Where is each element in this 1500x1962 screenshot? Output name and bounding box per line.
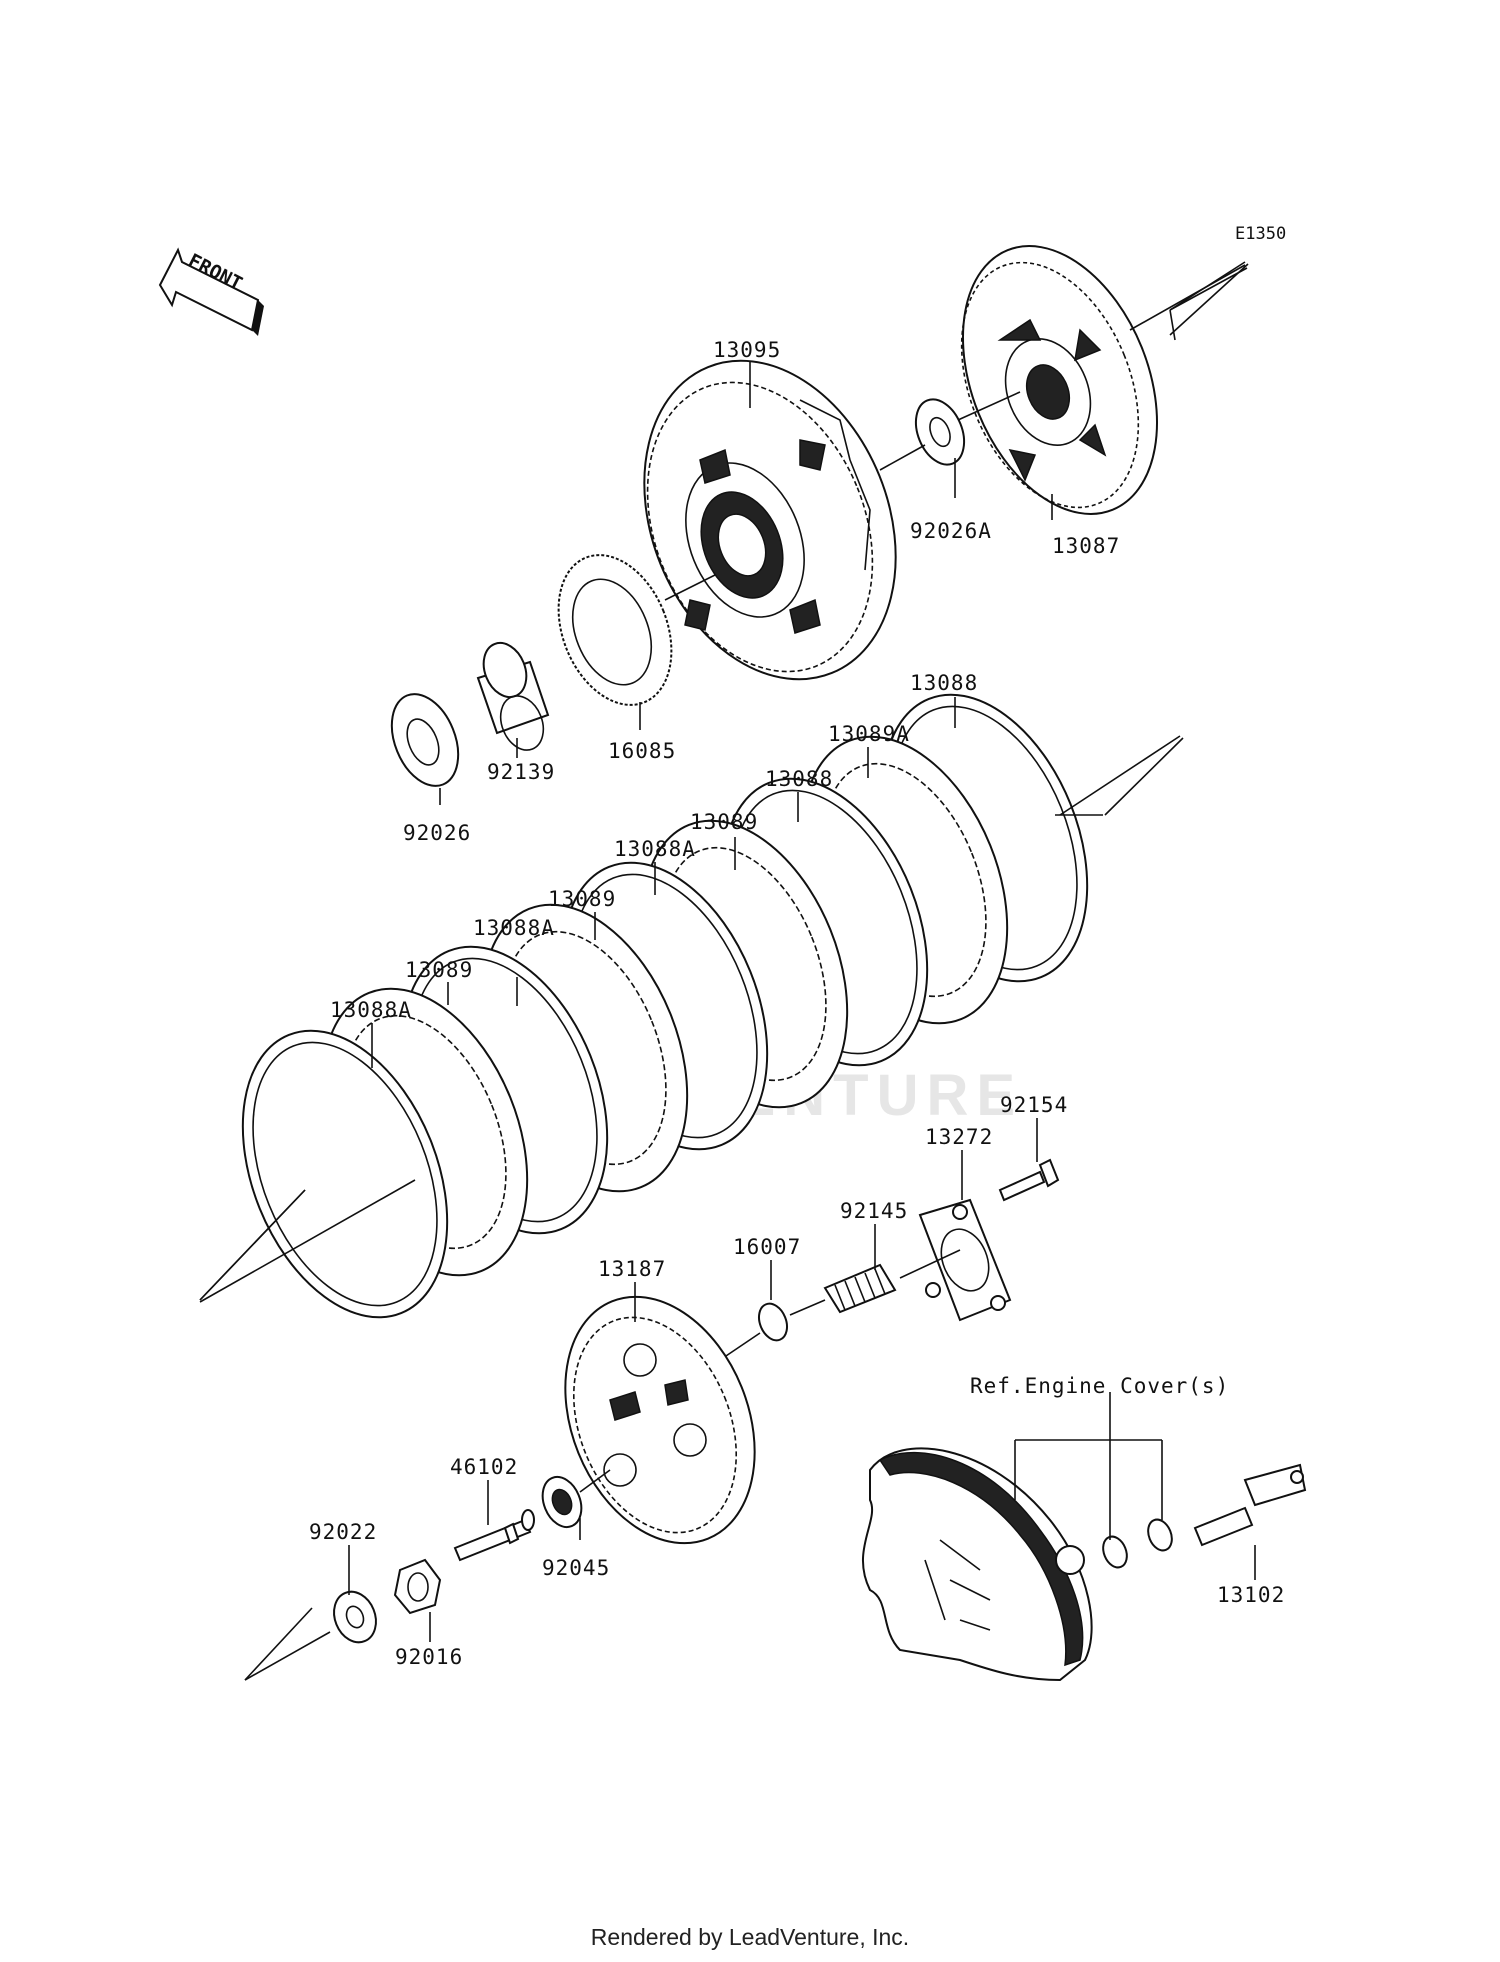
part-label-92145: 92145 bbox=[840, 1199, 908, 1223]
part-label-16007: 16007 bbox=[733, 1235, 801, 1259]
part-46102-drawing bbox=[453, 1509, 535, 1562]
reference-note: Ref.Engine Cover(s) bbox=[970, 1374, 1229, 1398]
part-label-92045: 92045 bbox=[542, 1556, 610, 1580]
cover-bearing-drawing bbox=[1102, 1518, 1173, 1569]
part-16085-drawing bbox=[557, 554, 673, 706]
part-label-92154: 92154 bbox=[1000, 1093, 1068, 1117]
part-92154-drawing bbox=[998, 1158, 1060, 1202]
part-13187-drawing bbox=[564, 1295, 756, 1545]
part-label-92026: 92026 bbox=[403, 821, 471, 845]
part-13095-drawing bbox=[643, 359, 897, 681]
part-13087-drawing bbox=[960, 245, 1158, 515]
part-label-13095: 13095 bbox=[713, 338, 781, 362]
part-label-13272: 13272 bbox=[925, 1125, 993, 1149]
part-label-13088A-first: 13088A bbox=[614, 837, 696, 861]
part-label-13187: 13187 bbox=[598, 1257, 666, 1281]
part-92016-drawing bbox=[393, 1558, 442, 1615]
part-label-13088-top: 13088 bbox=[910, 671, 978, 695]
diagram-code: E1350 bbox=[1235, 224, 1286, 244]
leader-lines bbox=[348, 362, 1256, 1642]
part-13102-drawing bbox=[1193, 1463, 1307, 1547]
part-label-46102: 46102 bbox=[450, 1455, 518, 1479]
part-label-16085: 16085 bbox=[608, 739, 676, 763]
footer-credit: Rendered by LeadVenture, Inc. bbox=[590, 1924, 910, 1950]
part-16007-drawing bbox=[758, 1302, 788, 1342]
part-label-13088-second: 13088 bbox=[765, 767, 833, 791]
part-label-13088A-third: 13088A bbox=[330, 998, 412, 1022]
part-label-13102: 13102 bbox=[1217, 1583, 1285, 1607]
part-92139-drawing bbox=[476, 641, 550, 751]
front-arrow-icon: FRONT bbox=[158, 247, 264, 336]
part-92145-drawing bbox=[823, 1263, 897, 1314]
part-label-92139: 92139 bbox=[487, 760, 555, 784]
engine-cover-drawing bbox=[861, 1447, 1093, 1682]
part-92026-drawing bbox=[390, 693, 460, 787]
part-13272-drawing bbox=[918, 1198, 1012, 1322]
part-label-13087: 13087 bbox=[1052, 534, 1120, 558]
part-label-92016: 92016 bbox=[395, 1645, 463, 1669]
part-label-13089-third: 13089 bbox=[405, 958, 473, 982]
part-label-13089-first: 13089 bbox=[690, 810, 758, 834]
part-label-13089-second: 13089 bbox=[548, 887, 616, 911]
part-92022-drawing bbox=[333, 1590, 377, 1644]
part-92026A-drawing bbox=[914, 398, 966, 466]
clutch-plates-drawing bbox=[241, 693, 1089, 1319]
part-label-13088A-second: 13088A bbox=[473, 916, 555, 940]
part-label-13089A: 13089A bbox=[828, 722, 910, 746]
part-label-92022: 92022 bbox=[309, 1520, 377, 1544]
part-92045-drawing bbox=[541, 1475, 583, 1529]
part-label-92026A: 92026A bbox=[910, 519, 992, 543]
